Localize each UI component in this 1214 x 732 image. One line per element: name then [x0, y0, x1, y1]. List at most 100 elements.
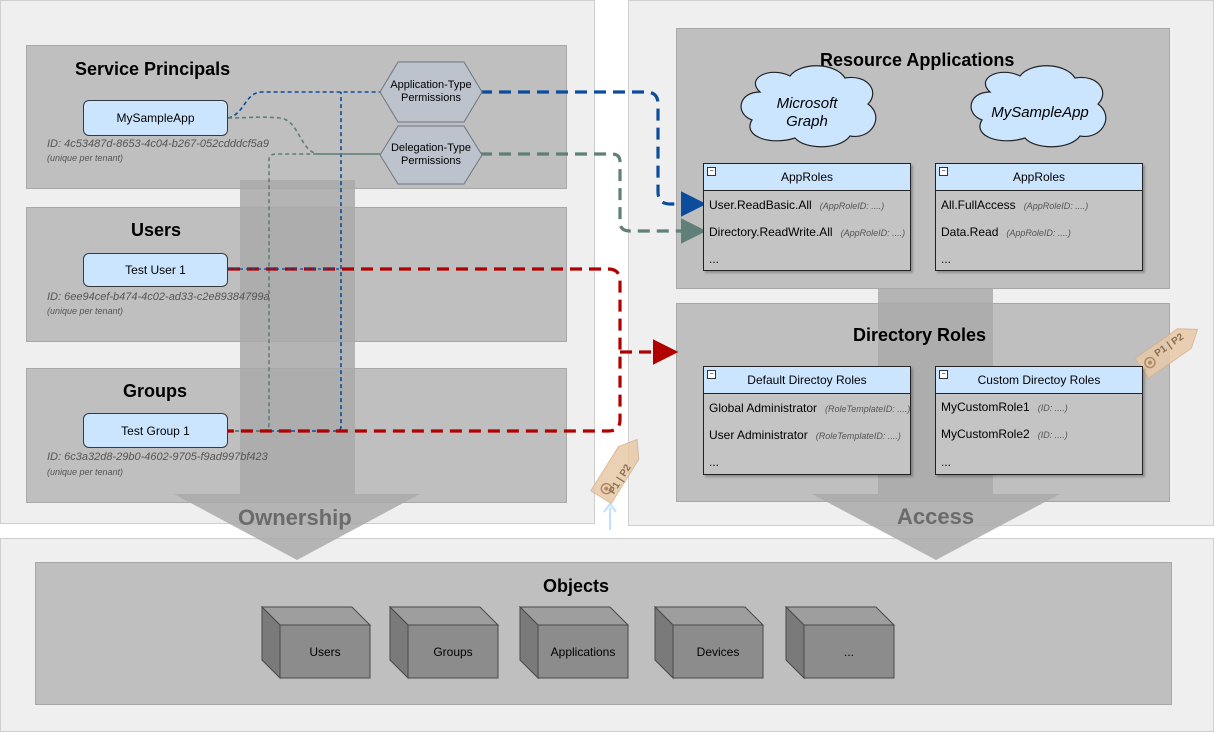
- app-approles-title: AppRoles: [1012, 170, 1066, 184]
- groups-title: Groups: [123, 381, 188, 401]
- graph-role-row: ...: [709, 252, 719, 266]
- access-label: Access: [897, 504, 975, 529]
- graph-approles-table: − AppRoles User.ReadBasic.All (AppRoleID: …: [703, 163, 911, 271]
- default-roles-title: Default Directoy Roles: [747, 373, 867, 387]
- service-principals-title: Service Principals: [75, 59, 231, 79]
- group-node[interactable]: Test Group 1: [83, 413, 228, 448]
- custom-role-row: ...: [941, 455, 951, 469]
- graph-role-id: (AppRoleID: ....): [840, 228, 906, 238]
- custom-role-row: MyCustomRole1 (ID: ....): [941, 400, 1068, 414]
- group-blue-link: [228, 92, 342, 432]
- app-role-id: (AppRoleID: ....): [1006, 228, 1071, 238]
- microsoft-graph-cloud: [740, 65, 877, 148]
- users-title: Users: [131, 220, 182, 240]
- group-green-link: [228, 153, 380, 432]
- app-role-name: ...: [941, 252, 952, 266]
- p1p2-tag-right: [1134, 328, 1199, 379]
- app-role-row: Data.Read (AppRoleID: ....): [941, 225, 1071, 239]
- resource-applications-title: Resource Applications: [820, 50, 1015, 70]
- default-role-name: User Administrator: [709, 428, 808, 442]
- delegation-type-line2: Permissions: [401, 155, 461, 167]
- graph-role-name: Directory.ReadWrite.All: [709, 225, 833, 239]
- microsoft-graph-line1: Microsoft: [776, 95, 838, 112]
- app-permission-arrow: [480, 90, 707, 217]
- custom-roles-header: − Custom Directoy Roles: [936, 367, 1142, 394]
- service-principal-node[interactable]: MySampleApp: [83, 100, 228, 136]
- mysampleapp-cloud-label: MySampleApp: [991, 104, 1089, 121]
- objects-users-label: Users: [309, 645, 341, 659]
- default-roles-table: − Default Directoy Roles Global Administr…: [703, 366, 911, 475]
- custom-role-row: MyCustomRole2 (ID: ....): [941, 427, 1068, 441]
- graph-role-name: ...: [709, 252, 720, 266]
- default-role-id: (RoleTemplateID: ....): [815, 431, 901, 441]
- user-note: (unique per tenant): [47, 306, 124, 316]
- graph-role-row: Directory.ReadWrite.All (AppRoleID: ....): [709, 225, 905, 239]
- more-box: [784, 605, 896, 680]
- sp-green-link: [227, 116, 380, 155]
- mysampleapp-cloud: [970, 65, 1107, 148]
- default-role-name: Global Administrator: [709, 401, 818, 415]
- groups-box: [388, 605, 500, 680]
- ownership-arrow: [174, 180, 420, 560]
- app-role-name: All.FullAccess: [941, 198, 1016, 212]
- custom-role-name: ...: [941, 455, 952, 469]
- ownership-label: Ownership: [238, 505, 352, 530]
- collapse-icon[interactable]: −: [939, 167, 948, 176]
- graph-role-id: (AppRoleID: ....): [819, 201, 885, 211]
- graph-approles-title: AppRoles: [780, 170, 834, 184]
- group-note: (unique per tenant): [47, 467, 124, 477]
- user-role-arrow: [228, 267, 622, 433]
- app-role-name: Data.Read: [941, 225, 999, 239]
- custom-role-name: MyCustomRole1: [941, 400, 1030, 414]
- app-role-row: All.FullAccess (AppRoleID: ....): [941, 198, 1088, 212]
- application-type-hexagon: [379, 61, 483, 123]
- delegation-permission-arrow: [480, 152, 707, 244]
- service-principal-id: ID: 4c53487d-8653-4c04-b267-052cdddcf5a9: [47, 138, 269, 150]
- app-approles-header: − AppRoles: [936, 164, 1142, 191]
- microsoft-graph-label: Microsoft Graph: [757, 95, 857, 131]
- default-role-row: ...: [709, 455, 719, 469]
- group-id: ID: 6c3a32d8-29b0-4602-9705-f9ad997bf423: [47, 451, 268, 463]
- microsoft-graph-line2: Graph: [786, 113, 828, 130]
- sp-blue-link: [227, 91, 478, 119]
- p1p2-tag-bottom: [590, 438, 640, 505]
- delegation-type-line1: Delegation-Type: [390, 142, 472, 154]
- objects-devices-label: Devices: [696, 645, 740, 659]
- graph-approles-header: − AppRoles: [704, 164, 910, 191]
- objects-groups-label: Groups: [433, 645, 473, 659]
- user-id: ID: 6ee94cef-b474-4c02-ad33-c2e89384799a: [47, 291, 270, 303]
- devices-box: [653, 605, 765, 680]
- default-role-id: (RoleTemplateID: ....): [825, 404, 911, 414]
- collapse-icon[interactable]: −: [939, 370, 948, 379]
- objects-applications-label: Applications: [550, 645, 616, 659]
- objects-title: Objects: [543, 576, 610, 596]
- service-principal-note: (unique per tenant): [47, 153, 124, 163]
- objects-boxes: [260, 605, 896, 680]
- custom-role-name: MyCustomRole2: [941, 427, 1030, 441]
- application-type-line1: Application-Type: [390, 79, 472, 91]
- application-type-label: Application-Type Permissions: [382, 79, 480, 105]
- default-roles-header: − Default Directoy Roles: [704, 367, 910, 394]
- small-up-arrowhead: [603, 502, 617, 513]
- custom-role-id: (ID: ....): [1037, 430, 1068, 440]
- collapse-icon[interactable]: −: [707, 370, 716, 379]
- users-box: [260, 605, 372, 680]
- application-type-line2: Permissions: [401, 92, 461, 104]
- delegation-type-hexagon: [379, 125, 483, 185]
- app-role-id: (AppRoleID: ....): [1023, 201, 1089, 211]
- delegation-type-label: Delegation-Type Permissions: [382, 142, 480, 168]
- app-role-row: ...: [941, 252, 951, 266]
- graph-role-name: User.ReadBasic.All: [709, 198, 812, 212]
- applications-box: [518, 605, 630, 680]
- directory-roles-title: Directory Roles: [853, 325, 987, 345]
- collapse-icon[interactable]: −: [707, 167, 716, 176]
- custom-role-id: (ID: ....): [1037, 403, 1068, 413]
- graph-role-row: User.ReadBasic.All (AppRoleID: ....): [709, 198, 884, 212]
- default-role-row: User Administrator (RoleTemplateID: ....): [709, 428, 901, 442]
- default-role-name: ...: [709, 455, 720, 469]
- objects-more-label: ...: [843, 645, 854, 659]
- custom-roles-table: − Custom Directoy Roles MyCustomRole1 (ID:…: [935, 366, 1143, 475]
- user-node[interactable]: Test User 1: [83, 253, 228, 287]
- custom-roles-title: Custom Directoy Roles: [977, 373, 1101, 387]
